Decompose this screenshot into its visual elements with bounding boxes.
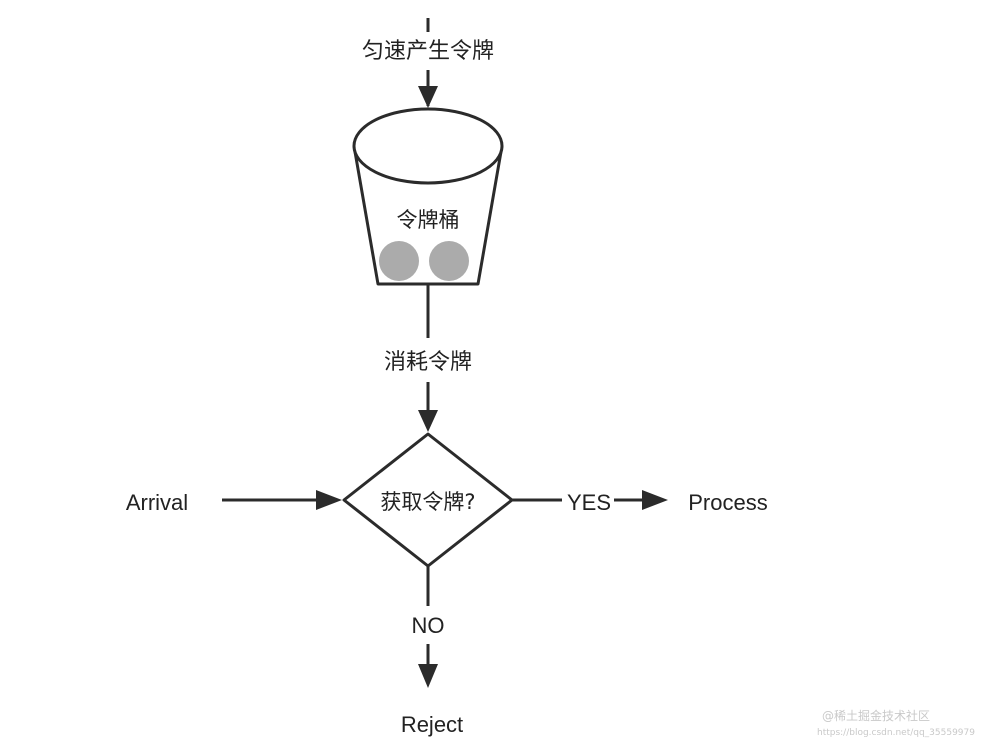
consume-label: 消耗令牌 (384, 350, 472, 375)
decision-label: 获取令牌? (380, 490, 475, 514)
produce-label: 匀速产生令牌 (362, 39, 494, 64)
token-ball (379, 241, 419, 281)
watermark-url: https://blog.csdn.net/qq_35559979 (817, 728, 975, 738)
yes-label: YES (567, 490, 611, 515)
watermark-brand: @稀土掘金技术社区 (822, 708, 930, 723)
no-label: NO (412, 613, 445, 638)
token-ball (429, 241, 469, 281)
yes-arrowhead (642, 490, 668, 510)
reject-label: Reject (401, 712, 463, 737)
consume-arrowhead (418, 410, 438, 432)
process-label: Process (688, 490, 767, 515)
token-bucket: 令牌桶 (352, 107, 504, 286)
arrival-label: Arrival (126, 490, 188, 515)
bucket-rim (352, 107, 504, 185)
no-arrowhead (418, 664, 438, 688)
arrival-arrowhead (316, 490, 342, 510)
produce-arrowhead (418, 86, 438, 108)
bucket-label: 令牌桶 (397, 208, 460, 232)
